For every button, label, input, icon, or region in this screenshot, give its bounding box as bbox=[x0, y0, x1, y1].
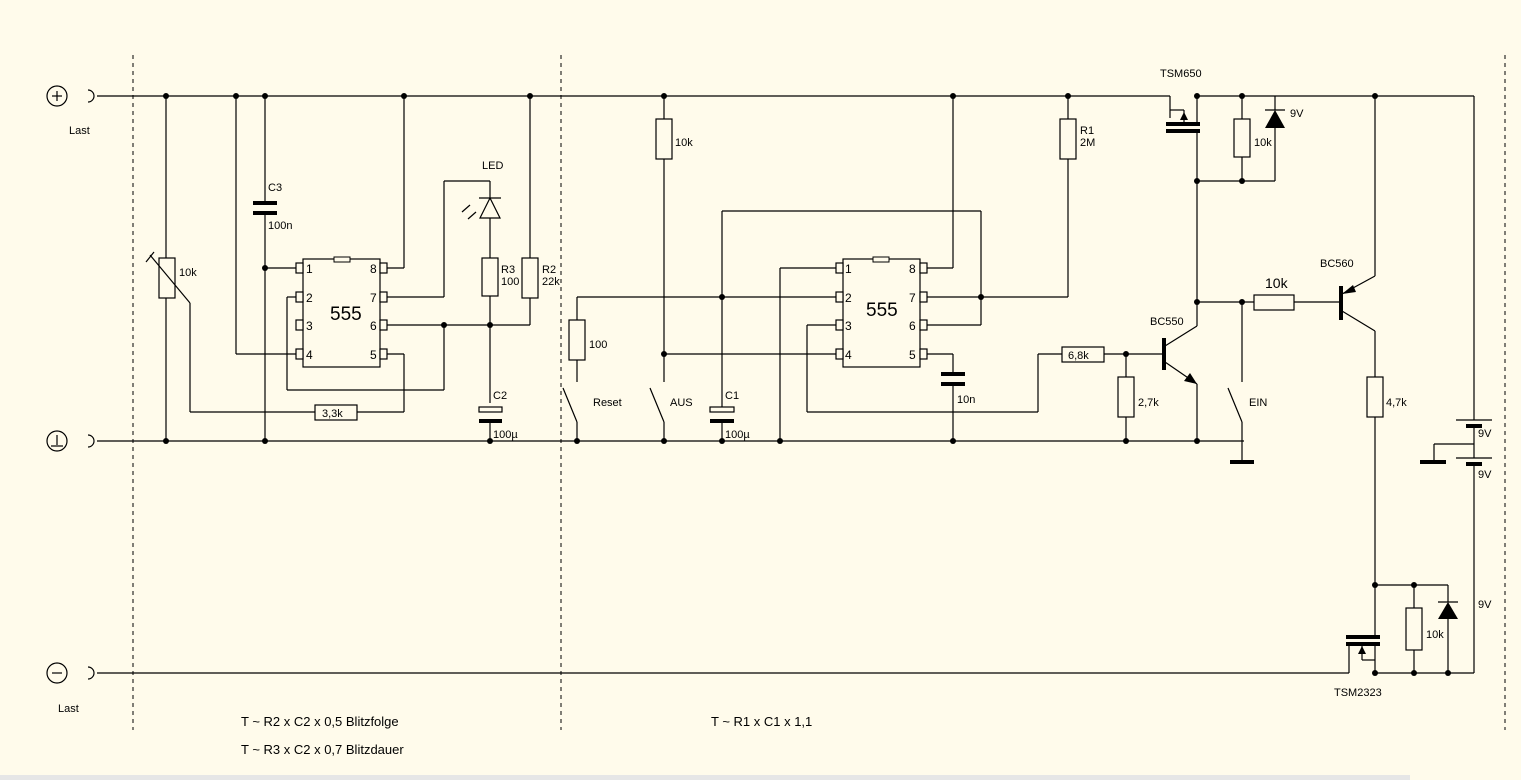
minus-terminal bbox=[46, 662, 95, 684]
bc560-label: BC560 bbox=[1320, 258, 1354, 270]
resistor-3-3k bbox=[314, 354, 405, 421]
c3-value: 100n bbox=[268, 220, 292, 232]
ic1-pin8: 8 bbox=[370, 262, 377, 276]
resistor-r3 bbox=[481, 257, 499, 403]
r1-value: 2M bbox=[1080, 137, 1095, 149]
capacitor-c1 bbox=[709, 210, 982, 441]
batt-9v-a: 9V bbox=[1478, 428, 1492, 440]
battery-stack bbox=[1420, 96, 1492, 673]
led-diode bbox=[461, 181, 501, 258]
r33-value: 3,3k bbox=[322, 408, 343, 420]
batt-9v-b: 9V bbox=[1478, 469, 1492, 481]
ic2-pin6: 6 bbox=[909, 319, 916, 333]
ic1-pin7: 7 bbox=[370, 291, 377, 305]
c3-name: C3 bbox=[268, 182, 282, 194]
r27-value: 2,7k bbox=[1138, 397, 1159, 409]
rails bbox=[97, 95, 1474, 674]
ic2-pin3: 3 bbox=[845, 319, 852, 333]
mosfet-tsm650 bbox=[1166, 96, 1200, 302]
ic1-pin5: 5 bbox=[370, 348, 377, 362]
c2-value: 100µ bbox=[493, 429, 518, 441]
c2-name: C2 bbox=[493, 390, 507, 402]
section-dividers bbox=[132, 55, 1506, 730]
ic1-label: 555 bbox=[330, 304, 362, 325]
transistor-bc550 bbox=[1162, 302, 1198, 441]
mosfet-tsm2323 bbox=[1346, 632, 1380, 673]
resistor-r1 bbox=[1059, 96, 1077, 297]
transistor-bc560 bbox=[1339, 96, 1376, 377]
resistor-10k-base bbox=[1253, 294, 1340, 311]
ic1-555 bbox=[295, 256, 388, 368]
r3-name: R3 bbox=[501, 264, 515, 276]
resistor-6-8k bbox=[1061, 346, 1162, 363]
ic2-pin8: 8 bbox=[909, 262, 916, 276]
ic2-pin1: 1 bbox=[845, 262, 852, 276]
r68-value: 6,8k bbox=[1068, 350, 1089, 362]
resistor-4-7k bbox=[1366, 376, 1384, 585]
last-top-label: Last bbox=[69, 125, 90, 137]
ic1-pin4: 4 bbox=[306, 348, 313, 362]
reset-label[interactable]: Reset bbox=[593, 397, 622, 409]
r10k-b-value: 10k bbox=[1254, 137, 1272, 149]
r100-value: 100 bbox=[589, 339, 607, 351]
r47-value: 4,7k bbox=[1386, 397, 1407, 409]
note-blitzfolge: T ~ R2 x C2 x 0,5 Blitzfolge bbox=[241, 714, 399, 729]
bc550-label: BC550 bbox=[1150, 316, 1184, 328]
ic1-pin3: 3 bbox=[306, 319, 313, 333]
z9v-b-label: 9V bbox=[1478, 599, 1492, 611]
ic2-pin4: 4 bbox=[845, 348, 852, 362]
ic1-pin6: 6 bbox=[370, 319, 377, 333]
junction-dots bbox=[163, 93, 1451, 676]
ic1-pin2: 2 bbox=[306, 291, 313, 305]
ein-label[interactable]: EIN bbox=[1249, 397, 1267, 409]
ic2-wiring bbox=[779, 96, 1068, 441]
r2-name: R2 bbox=[542, 264, 556, 276]
c1-value: 100µ bbox=[725, 429, 750, 441]
z9v-a-label: 9V bbox=[1290, 108, 1304, 120]
tsm650-label: TSM650 bbox=[1160, 68, 1202, 80]
last-bottom-label: Last bbox=[58, 703, 79, 715]
potentiometer-10k bbox=[145, 96, 315, 441]
r3-value: 100 bbox=[501, 276, 519, 288]
ic1-wiring bbox=[286, 96, 530, 391]
plus-terminal bbox=[46, 85, 95, 107]
pot-value: 10k bbox=[179, 267, 197, 279]
gate-network-tsm650 bbox=[1197, 96, 1285, 182]
ein-switch bbox=[1197, 301, 1254, 464]
ic2-label: 555 bbox=[866, 300, 898, 321]
ground-terminal bbox=[46, 430, 95, 452]
r2-value: 22k bbox=[542, 276, 560, 288]
c1-name: C1 bbox=[725, 390, 739, 402]
ic2-pin7: 7 bbox=[909, 291, 916, 305]
r1-name: R1 bbox=[1080, 125, 1094, 137]
resistor-r2 bbox=[521, 96, 539, 325]
led-label: LED bbox=[482, 160, 503, 172]
capacitor-c3 bbox=[253, 96, 296, 441]
gate-network-tsm2323 bbox=[1374, 584, 1474, 674]
r10k-a-value: 10k bbox=[675, 137, 693, 149]
c10n-value: 10n bbox=[957, 394, 975, 406]
ic1-pin1: 1 bbox=[306, 262, 313, 276]
bottom-scrollbar[interactable] bbox=[0, 775, 1410, 780]
r10k-d-value: 10k bbox=[1426, 629, 1444, 641]
ic2-555 bbox=[835, 256, 928, 368]
resistor-2-7k bbox=[1117, 354, 1135, 441]
ic2-pin2: 2 bbox=[845, 291, 852, 305]
aus-label[interactable]: AUS bbox=[670, 397, 693, 409]
r10k-c-value: 10k bbox=[1265, 275, 1289, 291]
note-timer: T ~ R1 x C1 x 1,1 bbox=[711, 714, 812, 729]
capacitor-c2 bbox=[478, 406, 503, 441]
ic2-pin5: 5 bbox=[909, 348, 916, 362]
tsm2323-label: TSM2323 bbox=[1334, 687, 1382, 699]
resistor-100-reset bbox=[562, 296, 836, 441]
note-blitzdauer: T ~ R3 x C2 x 0,7 Blitzdauer bbox=[241, 742, 404, 757]
